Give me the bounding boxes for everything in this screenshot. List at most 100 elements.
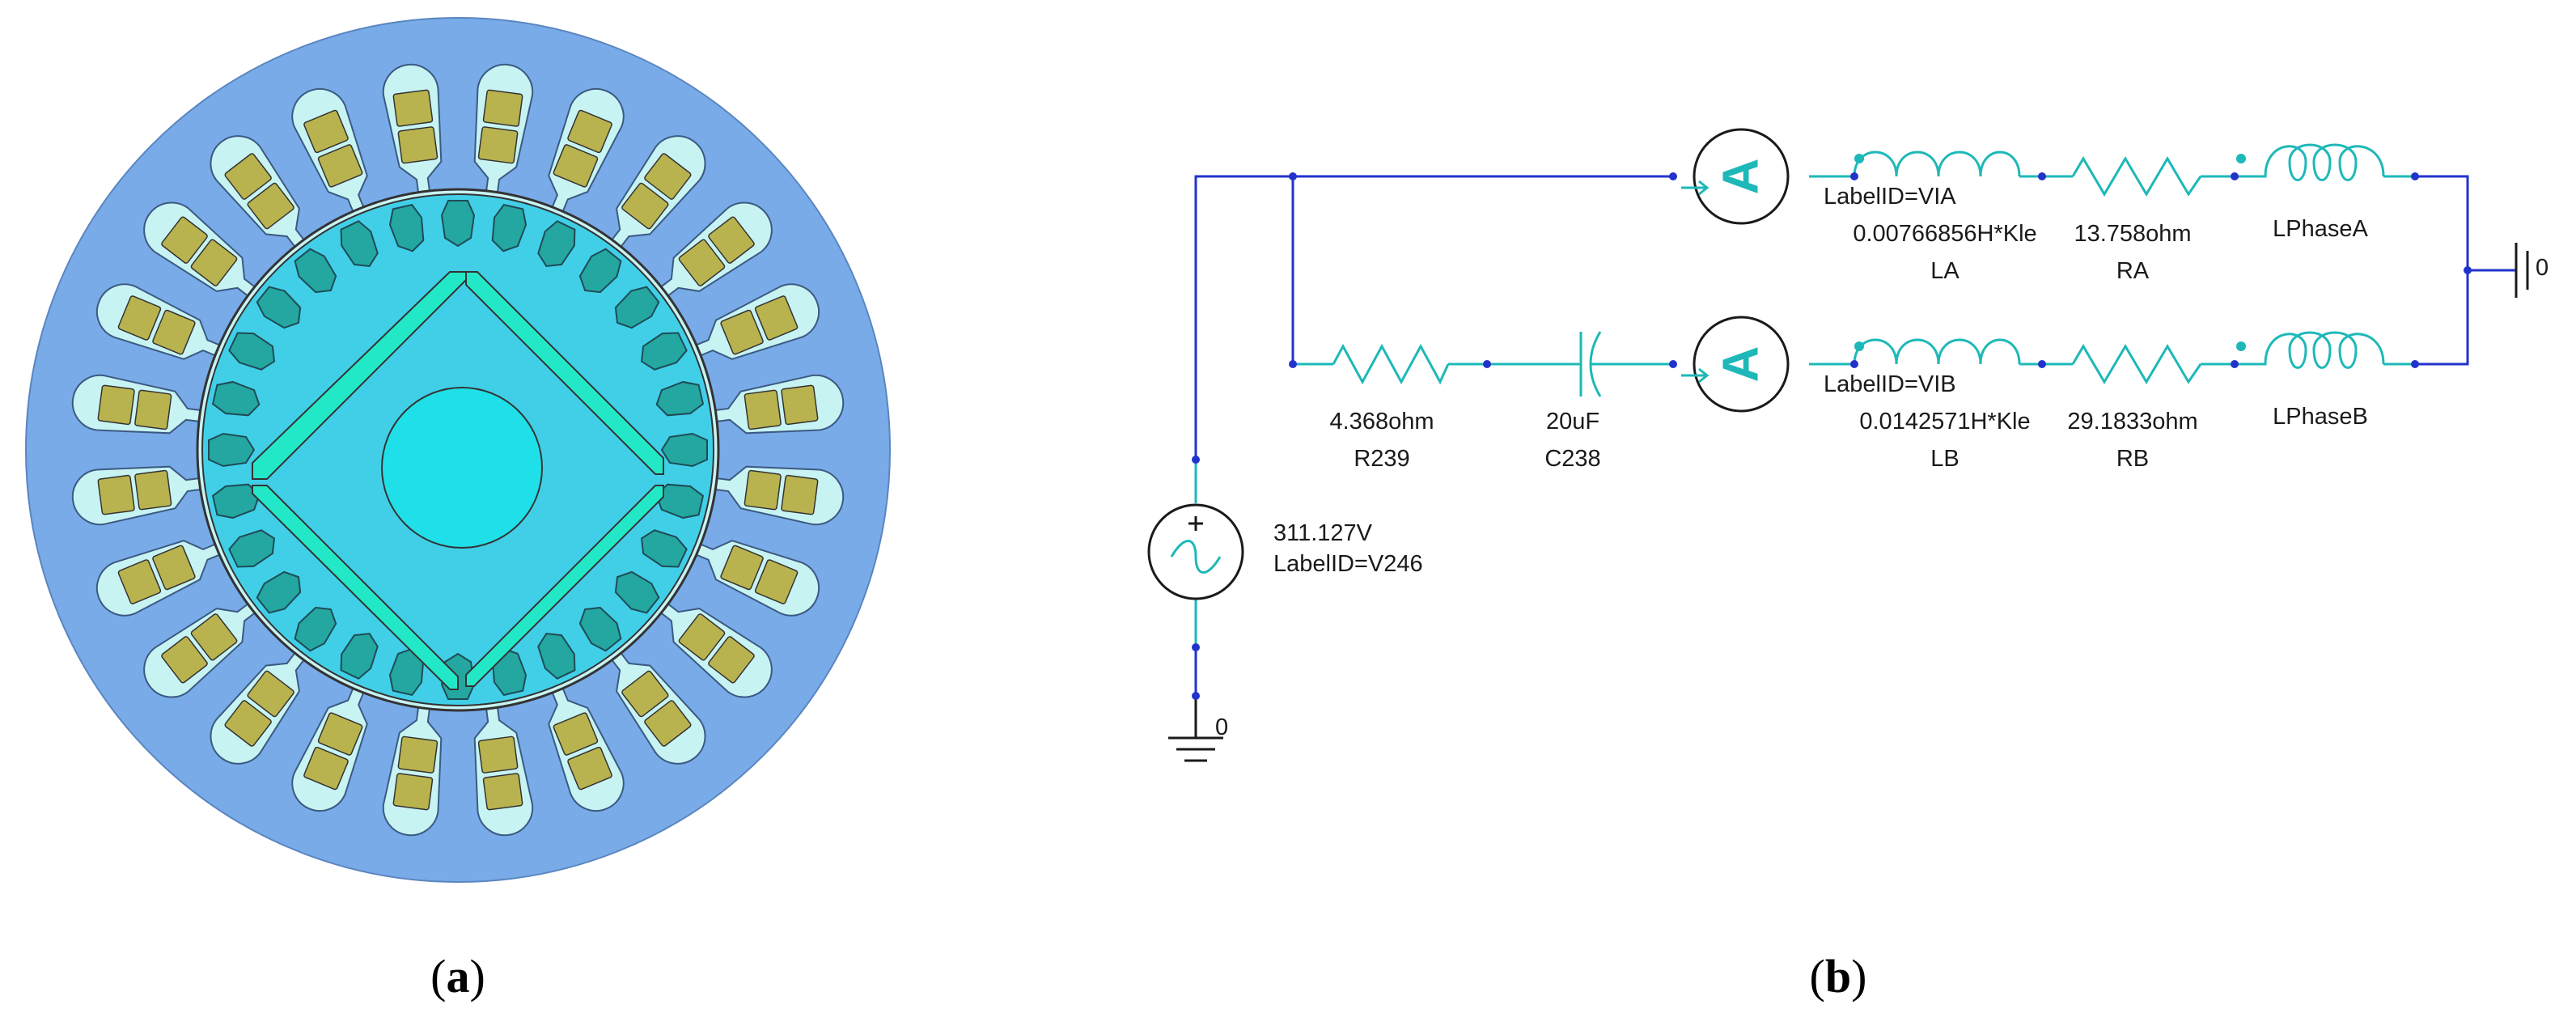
coil (392, 89, 434, 127)
rotor-slot (614, 570, 660, 614)
rotor-slot (340, 632, 379, 680)
coil (224, 700, 272, 747)
ground-label: 0 (1215, 714, 1228, 740)
stator-slot (548, 687, 625, 812)
coil (97, 474, 135, 515)
stator-slot (71, 465, 201, 526)
rotor-slot (640, 332, 688, 371)
stator-slot (659, 603, 773, 698)
coil (621, 182, 669, 230)
coil (781, 474, 819, 515)
coil (134, 389, 172, 430)
stator-slot (548, 87, 625, 213)
flux-barrier-bottom-left (252, 485, 459, 690)
rotor-slot (537, 220, 576, 268)
coil (161, 216, 208, 264)
stator-slot (143, 603, 256, 698)
source-label: LabelID=V246 (1273, 551, 1423, 577)
coil (553, 712, 599, 756)
junction-dots (1192, 172, 2472, 700)
resistor-r239-value: 4.368ohm (1330, 409, 1434, 435)
resistor-rb-icon (2071, 344, 2202, 384)
stator-slot (695, 283, 820, 360)
resistor-r239-name: R239 (1354, 446, 1409, 472)
resistor-r239-icon (1332, 343, 1450, 385)
inductor-lb-name: LB (1930, 446, 1959, 472)
coil (678, 239, 726, 286)
inductor-la-value: 0.00766856H*Kle (1853, 221, 2036, 247)
coil (678, 613, 726, 661)
flux-barrier-bottom-right (465, 485, 664, 687)
stator-slot (382, 706, 443, 837)
stator-slot (473, 63, 534, 193)
coil (482, 773, 523, 811)
inductor-la-name: LA (1930, 258, 1960, 284)
stator-slot (611, 651, 706, 765)
coil (97, 384, 135, 426)
coil (317, 144, 363, 188)
capacitor-c238-name: C238 (1544, 446, 1600, 472)
ammeter-b-icon (1681, 316, 1790, 413)
rotor-slot (660, 432, 708, 468)
stator-slot (659, 201, 773, 297)
stator-slot (291, 687, 368, 812)
rotor-slot (388, 647, 425, 697)
stator-slot (291, 87, 368, 213)
coil (744, 389, 782, 430)
coil (621, 670, 669, 718)
ammeter-a-glyph: A (1714, 159, 1769, 195)
resistor-rb-name: RB (2116, 446, 2149, 472)
inductor-la-icon (1853, 151, 2021, 177)
coil (720, 309, 764, 355)
rotor-slot (537, 632, 576, 680)
flux-barrier-icon (252, 271, 664, 690)
coil (161, 636, 208, 684)
coil (567, 109, 612, 154)
ground-right-icon (2515, 243, 2529, 298)
rotor-slot (578, 248, 622, 294)
ground-right-label: 0 (2536, 255, 2548, 281)
stator-slot (95, 540, 221, 617)
capacitor-c238-icon (1561, 331, 1610, 397)
caption-a: (a) (430, 950, 485, 1003)
rotor-slot (211, 380, 261, 417)
rotor-slot (614, 286, 660, 329)
coil (567, 746, 612, 791)
coil (781, 384, 819, 426)
ammeter-a-label: LabelID=VIA (1824, 184, 1956, 210)
polarity-dots (1854, 154, 2246, 351)
coil (708, 216, 755, 264)
coil (754, 559, 799, 604)
rotor-slot (256, 570, 302, 614)
rotor-slot (491, 203, 527, 252)
resistor-rb-value: 29.1833ohm (2067, 409, 2197, 435)
capacitor-c238-value: 20uF (1546, 409, 1599, 435)
stator-slot (210, 135, 305, 248)
rotor-slot (440, 200, 476, 248)
stator-slot (382, 63, 443, 193)
coil (303, 109, 349, 154)
inductor-lb-value: 0.0142571H*Kle (1859, 409, 2030, 435)
coil (754, 295, 799, 341)
resistor-ra-value: 13.758ohm (2074, 221, 2191, 247)
coil (644, 153, 692, 200)
rotor-slot (655, 380, 705, 417)
ammeter-a-icon (1681, 128, 1790, 225)
coil (477, 736, 519, 774)
coil (644, 700, 692, 747)
motor-cross-section (25, 17, 891, 883)
coil (134, 469, 172, 511)
winding-phase-a-icon (2251, 143, 2385, 181)
resistor-ra-icon (2071, 156, 2202, 197)
coil (397, 126, 439, 164)
coil (317, 712, 363, 756)
coil (477, 126, 519, 164)
coil (224, 153, 272, 200)
coil (708, 636, 755, 684)
rotor-slot (388, 203, 425, 252)
coil (303, 746, 349, 791)
rotor-slot (228, 529, 276, 568)
rotor-slot (340, 220, 379, 268)
stator-slot (210, 651, 305, 765)
rotor-slots (208, 200, 708, 700)
